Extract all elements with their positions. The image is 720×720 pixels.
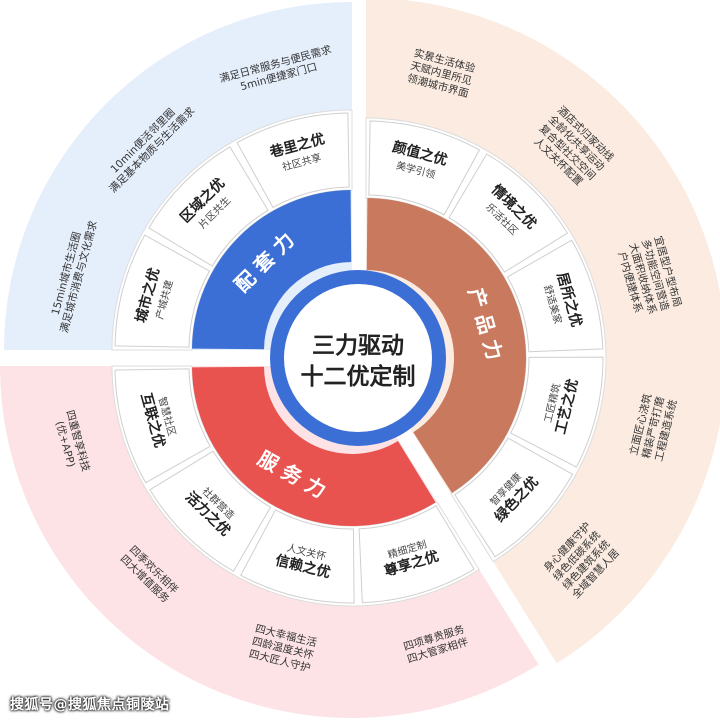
advantage-ring: 巷里之优社区共享区域之优片区共生城市之优产城共建颜值之优美学引领情境之优乐活社区… xyxy=(111,109,607,607)
force-sector-chanpin xyxy=(366,198,526,493)
advantage-cell xyxy=(510,356,604,468)
advantage-cell xyxy=(148,146,269,267)
advantage-cell xyxy=(149,450,272,572)
advantage-cell xyxy=(240,509,355,604)
advantage-cell xyxy=(236,112,350,209)
advantage-cell xyxy=(114,234,211,348)
watermark-text: 搜狐号@搜狐焦点铜陵站 xyxy=(10,697,170,713)
center-title-line2: 十二优定制 xyxy=(301,363,416,390)
advantage-cell xyxy=(114,368,211,484)
center-title-line1: 三力驱动 xyxy=(312,333,404,359)
center-hub: 三力驱动 十二优定制 xyxy=(270,270,446,446)
force-sectors: 配 套 力产 品 力服 务 力 xyxy=(192,190,526,526)
advantage-cell xyxy=(454,437,574,558)
center-core xyxy=(284,284,432,432)
advantage-cell xyxy=(506,239,604,353)
advantage-cell xyxy=(368,120,481,216)
advantage-cell xyxy=(358,505,475,604)
advantage-cell xyxy=(448,153,569,273)
force-sector-peitao xyxy=(192,190,352,350)
force-sector-fuwu xyxy=(192,366,436,526)
